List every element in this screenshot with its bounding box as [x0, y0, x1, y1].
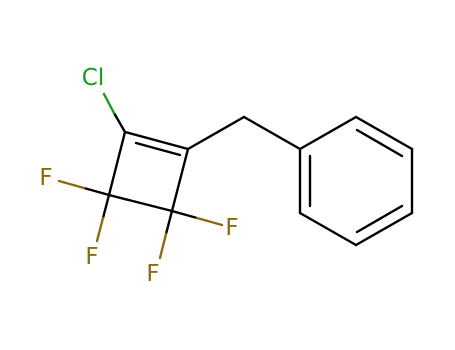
bond-c1-c2 — [123, 130, 190, 151]
bond-c4-f2 — [95, 193, 111, 243]
bond-c3-f3 — [170, 209, 224, 227]
cyclobutene-ring — [107, 130, 190, 213]
fluorine-label-2: F — [85, 244, 98, 270]
benzyl-linker — [186, 115, 302, 151]
bond-c4-f2-fluorine-half — [95, 216, 105, 243]
benzene-bond-1 — [298, 115, 358, 151]
bond-c4-f1-fluorine-half — [57, 179, 86, 190]
bond-c3-c4 — [107, 193, 174, 213]
bond-c4-f2-carbon-half — [101, 193, 111, 220]
bond-c1-c2-inner — [134, 141, 182, 157]
benzene-bond-2 — [354, 115, 414, 151]
bond-c1-cl — [102, 92, 127, 134]
bond-c3-f4-fluorine-half — [158, 232, 168, 260]
bond-c1-cl-carbon-half — [112, 111, 127, 134]
fluorine-label-4: F — [146, 261, 159, 287]
bond-c1-cl-chlorine-half — [102, 92, 116, 115]
fluorine-label-3: F — [225, 215, 238, 241]
benzene-double-inner-1 — [355, 128, 404, 158]
bond-c2-ch2 — [186, 115, 246, 151]
benzene-bond-4 — [354, 211, 414, 247]
bond-c4-f1-carbon-half — [82, 186, 111, 197]
benzene-double-inner-2 — [355, 204, 404, 234]
bond-c3-f4-carbon-half — [164, 209, 174, 236]
bond-c3-f3-carbon-half — [170, 209, 199, 220]
bond-c4-c1 — [107, 130, 127, 197]
chlorine-label: Cl — [82, 65, 104, 91]
benzene-bond-5 — [298, 211, 358, 247]
bond-ch2-ring — [242, 115, 302, 151]
fluorine-label-1: F — [39, 165, 52, 191]
benzene-ring — [298, 115, 414, 247]
bond-c2-c3 — [170, 147, 190, 213]
bond-c3-f3-fluorine-half — [195, 216, 224, 227]
bond-c4-f1 — [57, 179, 111, 197]
bond-c3-f4 — [158, 209, 174, 260]
